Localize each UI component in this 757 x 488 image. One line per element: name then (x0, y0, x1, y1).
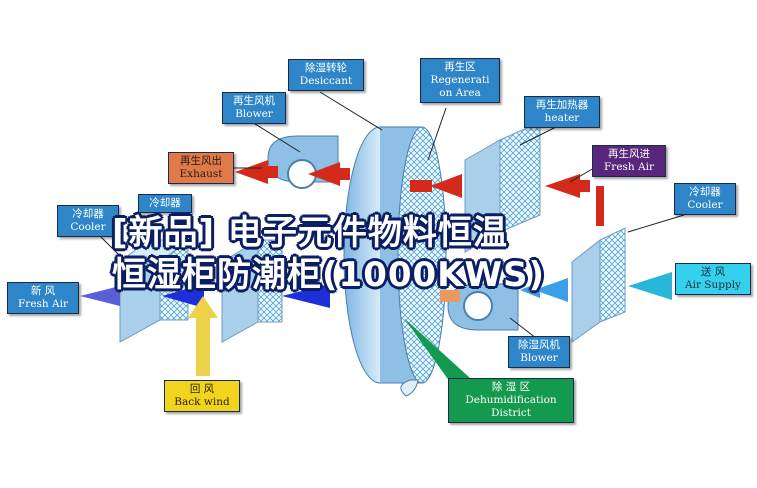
regen-heater-label-cn: 再生加热器 (535, 99, 589, 111)
fresh-air-label: 新 风 Fresh Air (7, 282, 79, 314)
desiccant-label-cn: 除湿转轮 (305, 62, 347, 74)
regen-heater-label: 再生加热器 heater (524, 96, 600, 128)
cooler-right-label-cn: 冷却器 (689, 186, 721, 198)
cooler-right-label: 冷却器 Cooler (674, 183, 736, 215)
dehum-blower-label: 除湿风机 Blower (508, 336, 570, 368)
cooler-left2-label: 冷却器 (138, 194, 192, 213)
product-title-line1: [新品] 电子元件物料恒温 (112, 213, 508, 253)
dehum-district-label-en: Dehumidification (465, 394, 557, 406)
dehum-district-label-cn: 除 湿 区 (491, 381, 531, 393)
district-pointer (404, 318, 470, 382)
regen-air-arrows (235, 160, 604, 226)
cooler-unit-middle (221, 239, 283, 343)
dehum-blower-label-cn: 除湿风机 (518, 339, 560, 351)
cooler-left-label-en: Cooler (70, 221, 106, 233)
desiccant-label-en: Desiccant (299, 75, 353, 87)
dehum-blower-fan (447, 283, 519, 331)
back-wind-arrows (188, 296, 218, 376)
air-supply-label: 送 风 Air Supply (675, 263, 751, 295)
cooler-unit-right (571, 227, 626, 343)
product-title-overlay: [新品] 电子元件物料恒温 恒湿柜防潮柜(1000KWS) (112, 212, 672, 296)
air-supply-label-cn: 送 风 (700, 266, 726, 278)
regeneration-area-label-en2: on Area (439, 87, 481, 99)
back-wind-label-cn: 回 风 (189, 383, 215, 395)
regen-exhaust-label-en: Exhaust (179, 168, 223, 180)
regen-heater-unit (464, 121, 541, 253)
product-title-line2: 恒湿柜防潮柜(1000KWS) (112, 255, 546, 295)
regeneration-area-label-en: Regenerati (430, 74, 490, 86)
regen-fresh-air-label-cn: 再生风进 (608, 148, 650, 160)
regeneration-area-label: 再生区 Regenerati on Area (420, 58, 500, 103)
regeneration-area-label-cn: 再生区 (444, 61, 476, 73)
back-wind-label-en: Back wind (174, 396, 230, 408)
regen-blower-label: 再生风机 Blower (222, 92, 286, 124)
process-air-arrows (80, 272, 672, 308)
regen-blower-label-en: Blower (235, 108, 273, 120)
regen-exhaust-label: 再生风出 Exhaust (168, 152, 234, 184)
dehum-blower-label-en: Blower (520, 352, 558, 364)
leader-lines (99, 91, 685, 339)
cooler-left-label: 冷却器 Cooler (57, 205, 119, 237)
air-supply-label-en: Air Supply (685, 279, 741, 291)
regen-fresh-air-label: 再生风进 Fresh Air (592, 145, 666, 177)
cooler-left2-label-cn: 冷却器 (149, 197, 181, 209)
regen-heater-label-en: heater (544, 112, 580, 124)
regen-fresh-air-label-en: Fresh Air (604, 161, 654, 173)
regen-blower-label-cn: 再生风机 (233, 95, 275, 107)
desiccant-label: 除湿转轮 Desiccant (288, 59, 364, 91)
fresh-air-label-en: Fresh Air (18, 298, 68, 310)
regen-exhaust-label-cn: 再生风出 (180, 155, 222, 167)
fresh-air-label-cn: 新 风 (30, 285, 56, 297)
cooler-right-label-en: Cooler (687, 199, 723, 211)
dehum-district-label-en2: District (491, 407, 531, 419)
dehum-district-label: 除 湿 区 Dehumidification District (448, 378, 574, 423)
desiccant-wheel (343, 126, 447, 397)
cooler-left-label-cn: 冷却器 (72, 208, 104, 220)
back-wind-label: 回 风 Back wind (164, 380, 240, 412)
